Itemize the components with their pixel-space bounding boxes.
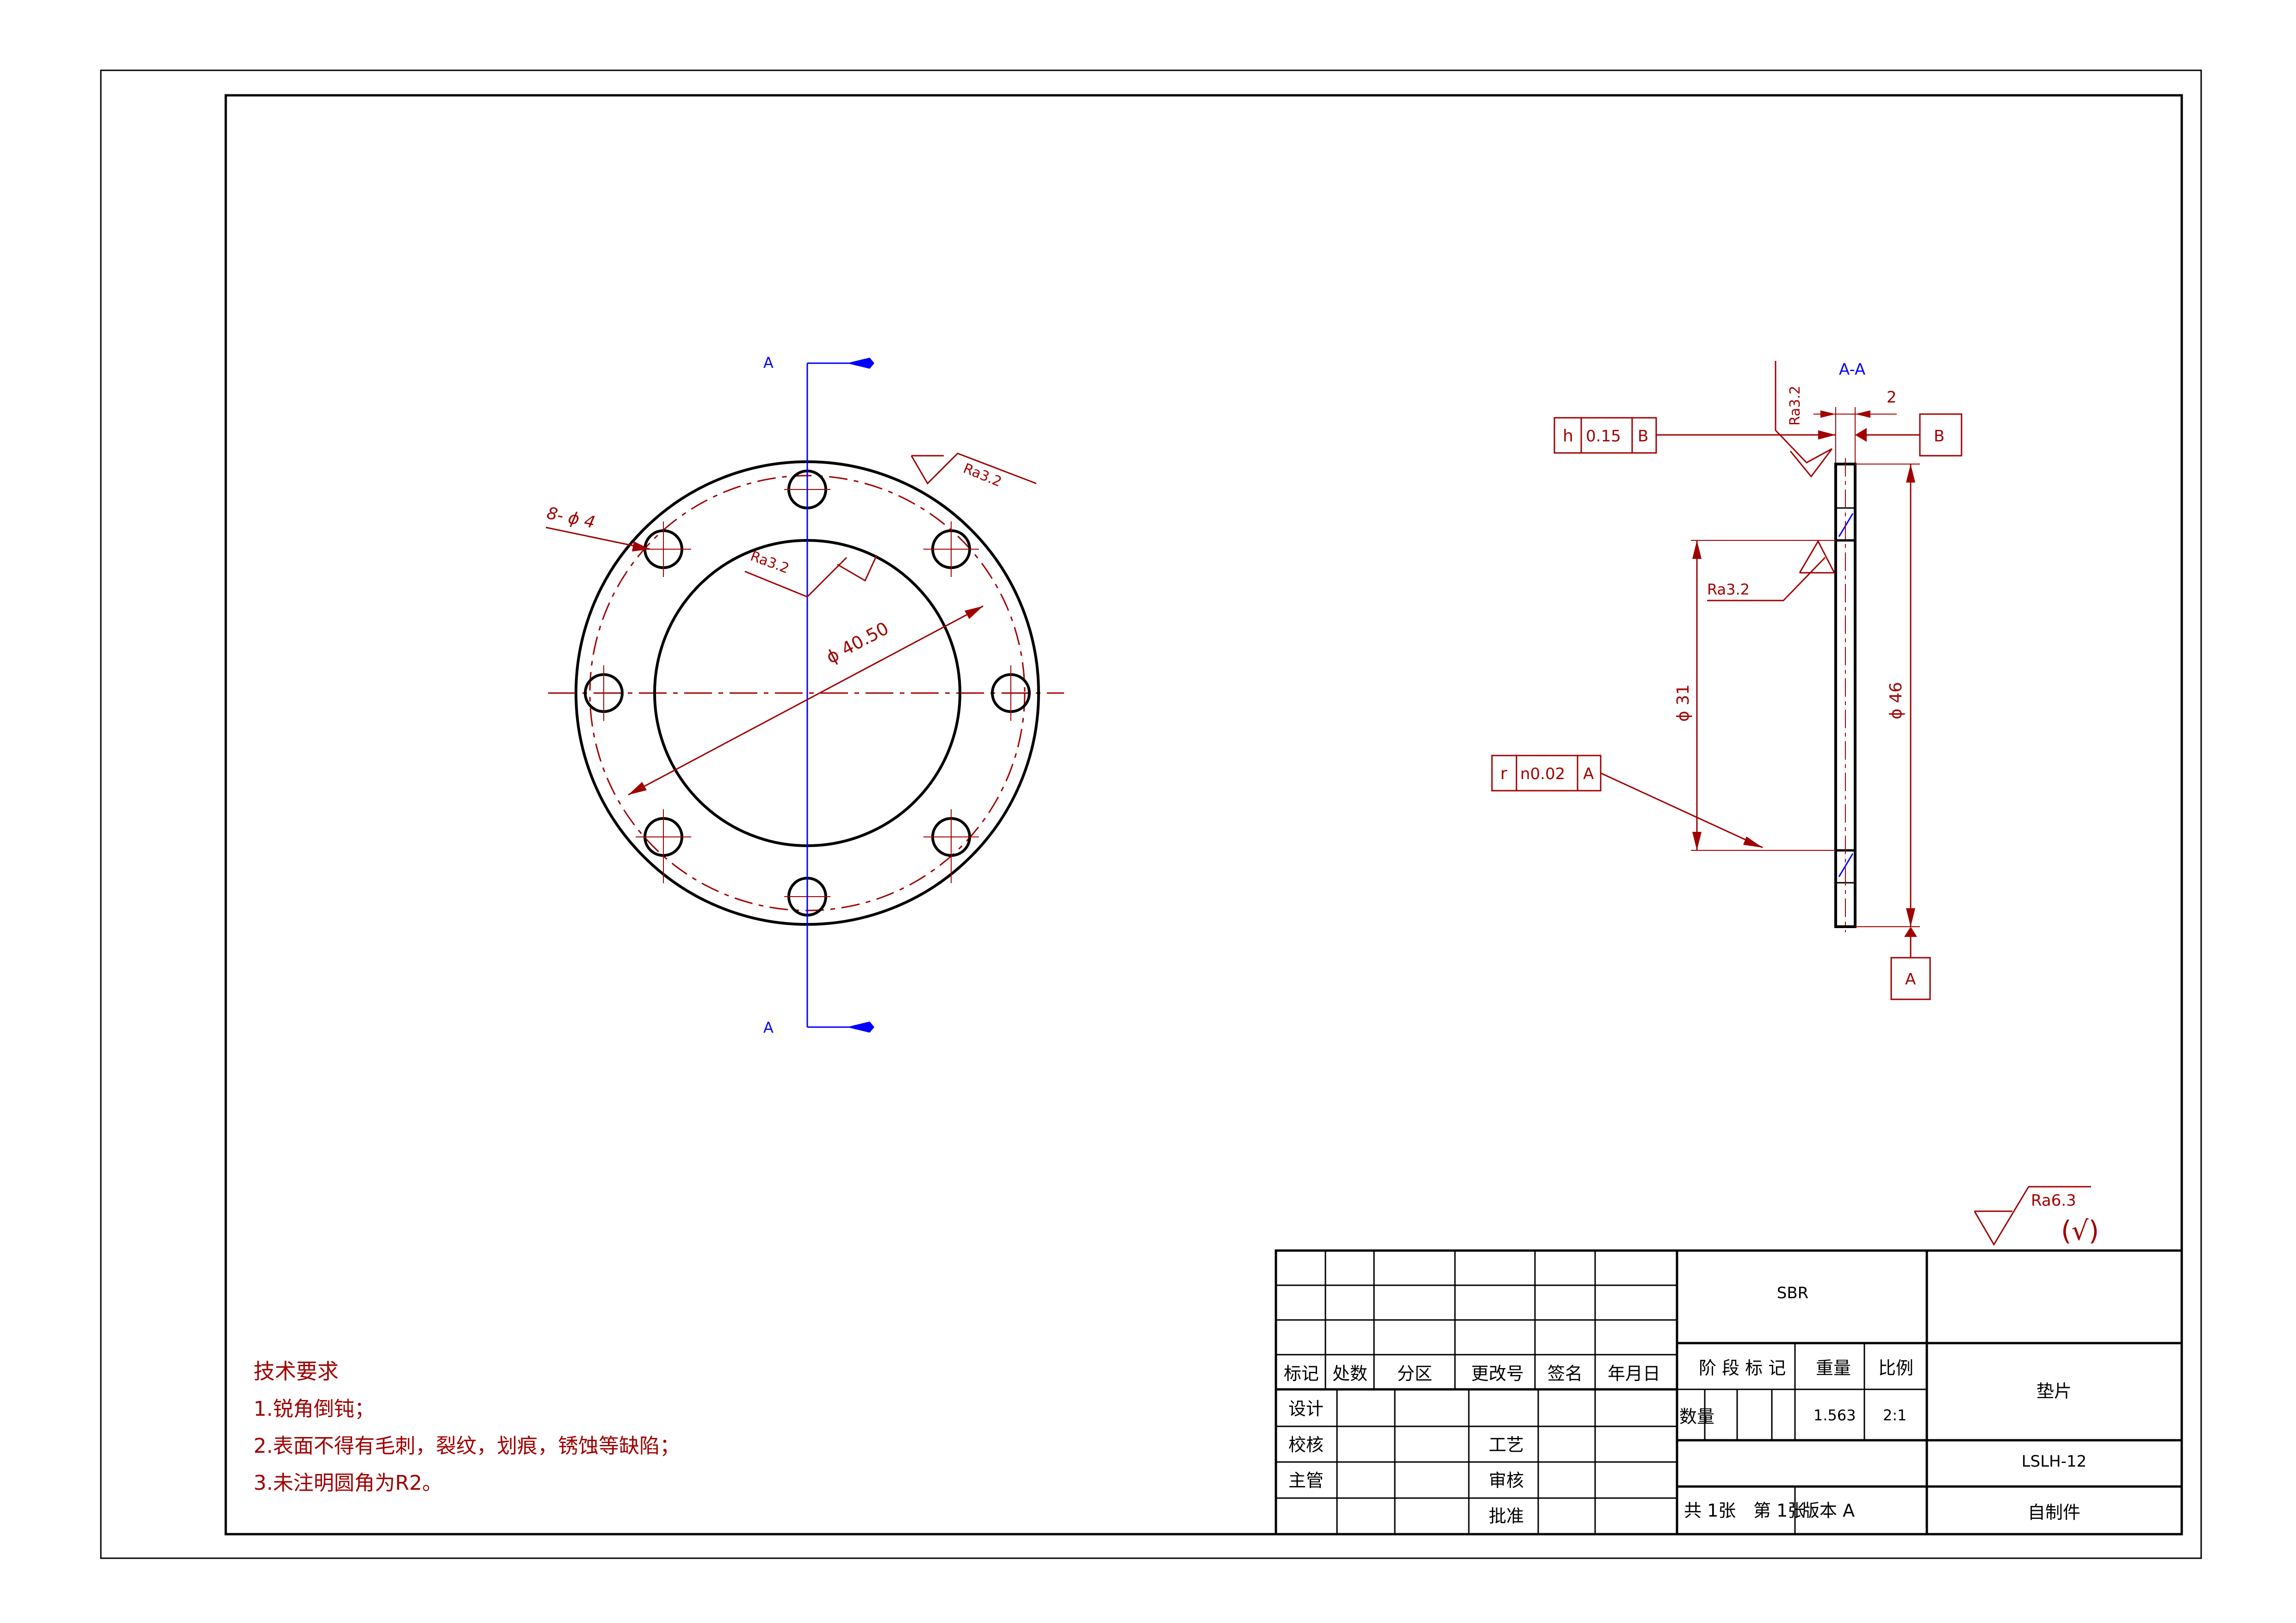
scale-label: 比例 — [1878, 1358, 1913, 1378]
inner-frame — [224, 94, 2183, 1536]
section-label-top: A — [763, 354, 774, 372]
header-zone: 分区 — [1397, 1363, 1432, 1384]
sheet-border — [100, 69, 2202, 1559]
general-roughness: Ra6.3 (√) — [1974, 1186, 2099, 1246]
section-view: A-A ϕ 46 A — [1491, 360, 1962, 1000]
tol-runout-value: n0.02 — [1520, 765, 1565, 783]
pcd-dimension: ϕ 40.50 — [628, 605, 984, 796]
tol-parallel-value: 0.15 — [1586, 427, 1621, 446]
hatch-2 — [1838, 853, 1854, 877]
bolt-hole-2 — [923, 521, 979, 577]
header-count: 处数 — [1332, 1363, 1368, 1384]
source: 自制件 — [2028, 1502, 2080, 1523]
section-arrow-bottom — [847, 1022, 874, 1033]
datum-a-text: A — [1905, 970, 1916, 989]
datum-a: A — [1890, 927, 1931, 1000]
roughness-bore-text: Ra3.2 — [1707, 581, 1750, 598]
role-check: 校核 — [1288, 1435, 1324, 1455]
stage-label: 阶 段 标 记 — [1699, 1358, 1786, 1378]
drawing-number: LSLH-12 — [2022, 1452, 2087, 1471]
section-label-bottom: A — [763, 1019, 774, 1036]
tech-requirement-2: 2.表面不得有毛刺，裂纹，划痕，锈蚀等缺陷； — [254, 1434, 680, 1458]
roughness-bore: Ra3.2 — [1707, 539, 1836, 601]
roughness-inner: Ra3.2 — [744, 548, 878, 598]
tolerance-frame-runout: r n0.02 A — [1491, 755, 1763, 849]
title-block-text: 标记 处数 分区 更改号 签名 年月日 设计 校核 主管 工艺 审核 批准 SB… — [1284, 1284, 2086, 1526]
tech-requirement-3: 3.未注明圆角为R2。 — [254, 1471, 443, 1495]
quantity-label: 数量 — [1679, 1406, 1714, 1427]
section-view-title: A-A — [1839, 360, 1865, 379]
general-roughness-suffix: (√) — [2061, 1215, 2099, 1246]
tech-requirement-1: 1.锐角倒钝； — [254, 1397, 375, 1421]
outer-dimension: ϕ 46 — [1855, 464, 1920, 927]
section-arrow-top — [847, 358, 874, 369]
weight-label: 重量 — [1816, 1358, 1851, 1378]
bore-dimension: ϕ 31 — [1674, 540, 1836, 851]
roughness-outer-text: Ra3.2 — [961, 460, 1004, 490]
section-plane-line: A A — [763, 354, 874, 1036]
sheet-number: 第 1张 — [1753, 1500, 1805, 1521]
outer-frame — [100, 69, 2202, 1559]
tolerance-frame-parallel: h 0.15 B — [1553, 417, 1836, 454]
header-mark: 标记 — [1284, 1363, 1319, 1384]
roughness-face: Ra3.2 — [1775, 361, 1833, 478]
bore-dimension-text: ϕ 31 — [1674, 684, 1693, 722]
role-process: 工艺 — [1489, 1435, 1524, 1455]
role-design: 设计 — [1288, 1399, 1324, 1419]
scale-value: 2:1 — [1883, 1406, 1907, 1424]
role-supervisor: 主管 — [1288, 1470, 1324, 1491]
bolt-hole-7 — [584, 665, 624, 721]
thickness-dimension-text: 2 — [1887, 388, 1897, 407]
header-signature: 签名 — [1547, 1363, 1583, 1384]
front-view: A A 8- ϕ 4 ϕ 40.50 Ra3.2 Ra3.2 — [545, 354, 1064, 1036]
bolt-hole-6 — [636, 809, 691, 883]
tech-requirements: 技术要求 1.锐角倒钝； 2.表面不得有毛刺，裂纹，划痕，锈蚀等缺陷； 3.未注… — [254, 1359, 680, 1495]
bolt-hole-4 — [923, 809, 979, 883]
roughness-face-text: Ra3.2 — [1787, 386, 1803, 426]
tol-runout-symbol: r — [1500, 764, 1507, 783]
general-roughness-value: Ra6.3 — [2031, 1191, 2076, 1210]
outer-dimension-text: ϕ 46 — [1887, 682, 1906, 719]
bolt-hole-3 — [991, 665, 1031, 721]
weight-value: 1.563 — [1813, 1406, 1856, 1424]
roughness-inner-text: Ra3.2 — [748, 548, 791, 577]
role-approve: 批准 — [1489, 1506, 1524, 1526]
holes-callout-text: 8- ϕ 4 — [545, 504, 597, 533]
thickness-dimension: 2 — [1813, 388, 1897, 463]
sheets-total: 共 1张 — [1684, 1500, 1736, 1521]
header-change-no: 更改号 — [1471, 1363, 1524, 1384]
part-name: 垫片 — [2036, 1381, 2072, 1401]
tol-runout-datum: A — [1583, 765, 1594, 783]
material: SBR — [1777, 1284, 1809, 1302]
roughness-outer: Ra3.2 — [910, 452, 1037, 490]
tol-parallel-symbol: h — [1563, 427, 1573, 446]
tol-parallel-datum: B — [1638, 427, 1648, 446]
header-date: 年月日 — [1608, 1363, 1660, 1384]
datum-b: B — [1855, 413, 1962, 457]
version: 版本 A — [1802, 1500, 1855, 1521]
role-review: 审核 — [1489, 1470, 1524, 1491]
tech-requirements-title: 技术要求 — [254, 1359, 339, 1384]
title-block — [1275, 1249, 2183, 1536]
holes-callout: 8- ϕ 4 — [545, 504, 650, 551]
datum-b-text: B — [1934, 427, 1944, 446]
